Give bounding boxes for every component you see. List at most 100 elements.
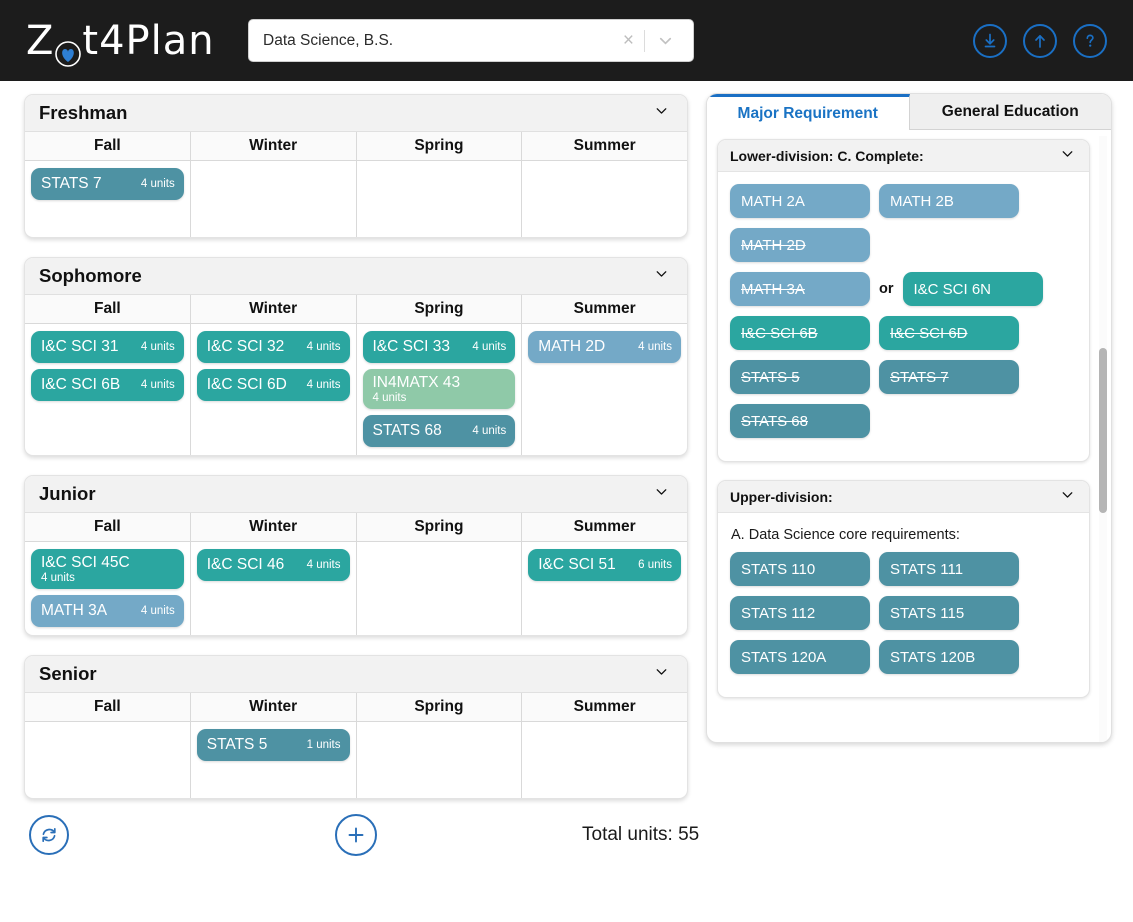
requirement-course-pill[interactable]: STATS 5 <box>730 360 870 394</box>
logo-text-suffix: t4Plan <box>82 17 215 64</box>
requirement-course-pill[interactable]: STATS 111 <box>879 552 1019 586</box>
requirement-course-pill[interactable]: I&C SCI 6B <box>730 316 870 350</box>
chevron-down-icon[interactable] <box>645 31 685 50</box>
requirement-section-header[interactable]: Lower-division: C. Complete: <box>718 140 1089 172</box>
quarter-column-spring[interactable]: Spring <box>356 693 523 798</box>
chevron-down-icon[interactable] <box>653 102 670 124</box>
quarter-column-summer[interactable]: Summer <box>522 132 687 237</box>
quarter-column-fall[interactable]: Fall <box>25 693 191 798</box>
quarter-column-summer[interactable]: Summer <box>522 693 687 798</box>
upload-icon[interactable] <box>1023 23 1057 58</box>
quarter-dropzone[interactable] <box>357 542 522 618</box>
chevron-down-icon[interactable] <box>653 265 670 287</box>
requirement-course-pill[interactable]: MATH 2D <box>730 228 870 262</box>
requirement-course-pill[interactable]: STATS 120A <box>730 640 870 674</box>
year-header[interactable]: Freshman <box>25 95 687 132</box>
requirement-course-pill[interactable]: STATS 120B <box>879 640 1019 674</box>
requirement-course-pill[interactable]: MATH 2B <box>879 184 1019 218</box>
requirement-course-pill[interactable]: STATS 7 <box>879 360 1019 394</box>
quarter-header: Summer <box>522 693 687 722</box>
quarter-dropzone[interactable] <box>191 161 356 237</box>
help-icon[interactable] <box>1073 23 1107 58</box>
requirement-course-name: MATH 2B <box>890 192 954 210</box>
requirement-row: I&C SCI 6B I&C SCI 6D <box>730 316 1077 350</box>
quarter-dropzone[interactable] <box>357 722 522 798</box>
chevron-down-icon[interactable] <box>1059 145 1076 167</box>
quarter-dropzone[interactable] <box>522 722 687 798</box>
course-name: I&C SCI 51 <box>538 556 616 573</box>
requirement-course-pill[interactable]: STATS 112 <box>730 596 870 630</box>
quarter-column-spring[interactable]: Spring <box>356 513 523 635</box>
requirement-course-pill[interactable]: STATS 68 <box>730 404 870 438</box>
quarter-dropzone[interactable] <box>357 161 522 237</box>
clear-icon[interactable]: × <box>622 30 634 51</box>
chevron-down-icon[interactable] <box>653 483 670 505</box>
quarter-dropzone[interactable] <box>25 722 190 798</box>
major-search-box[interactable]: Data Science, B.S. × <box>248 19 694 62</box>
tab-major-requirement[interactable]: Major Requirement <box>707 94 910 130</box>
requirement-course-pill[interactable]: MATH 2A <box>730 184 870 218</box>
requirement-course-pill[interactable]: MATH 3A <box>730 272 870 306</box>
app-logo[interactable]: Z t4Plan <box>26 17 215 67</box>
year-header[interactable]: Senior <box>25 656 687 693</box>
major-search-input[interactable]: Data Science, B.S. <box>263 31 394 49</box>
requirement-course-pill[interactable]: I&C SCI 6D <box>879 316 1019 350</box>
plus-icon[interactable] <box>335 814 377 856</box>
requirement-course-pill[interactable]: I&C SCI 6N <box>902 272 1043 306</box>
refresh-icon[interactable] <box>29 815 69 855</box>
tab-general-education[interactable]: General Education <box>909 94 1111 130</box>
requirement-section-header[interactable]: Upper-division: <box>718 481 1089 513</box>
year-header[interactable]: Junior <box>25 476 687 513</box>
quarter-dropzone[interactable] <box>522 161 687 237</box>
quarter-column-spring[interactable]: Spring <box>356 132 523 237</box>
scrollbar-thumb[interactable] <box>1099 348 1107 513</box>
requirement-course-pill[interactable]: STATS 115 <box>879 596 1019 630</box>
chevron-down-icon[interactable] <box>1059 486 1076 508</box>
download-icon[interactable] <box>973 23 1007 58</box>
year-header[interactable]: Sophomore <box>25 258 687 295</box>
quarter-column-winter[interactable]: Winter <box>190 132 357 237</box>
chevron-down-icon[interactable] <box>653 663 670 685</box>
course-name: I&C SCI 46 <box>206 556 285 573</box>
requirement-course-pill[interactable]: STATS 110 <box>730 552 870 586</box>
year-title: Senior <box>39 663 97 684</box>
